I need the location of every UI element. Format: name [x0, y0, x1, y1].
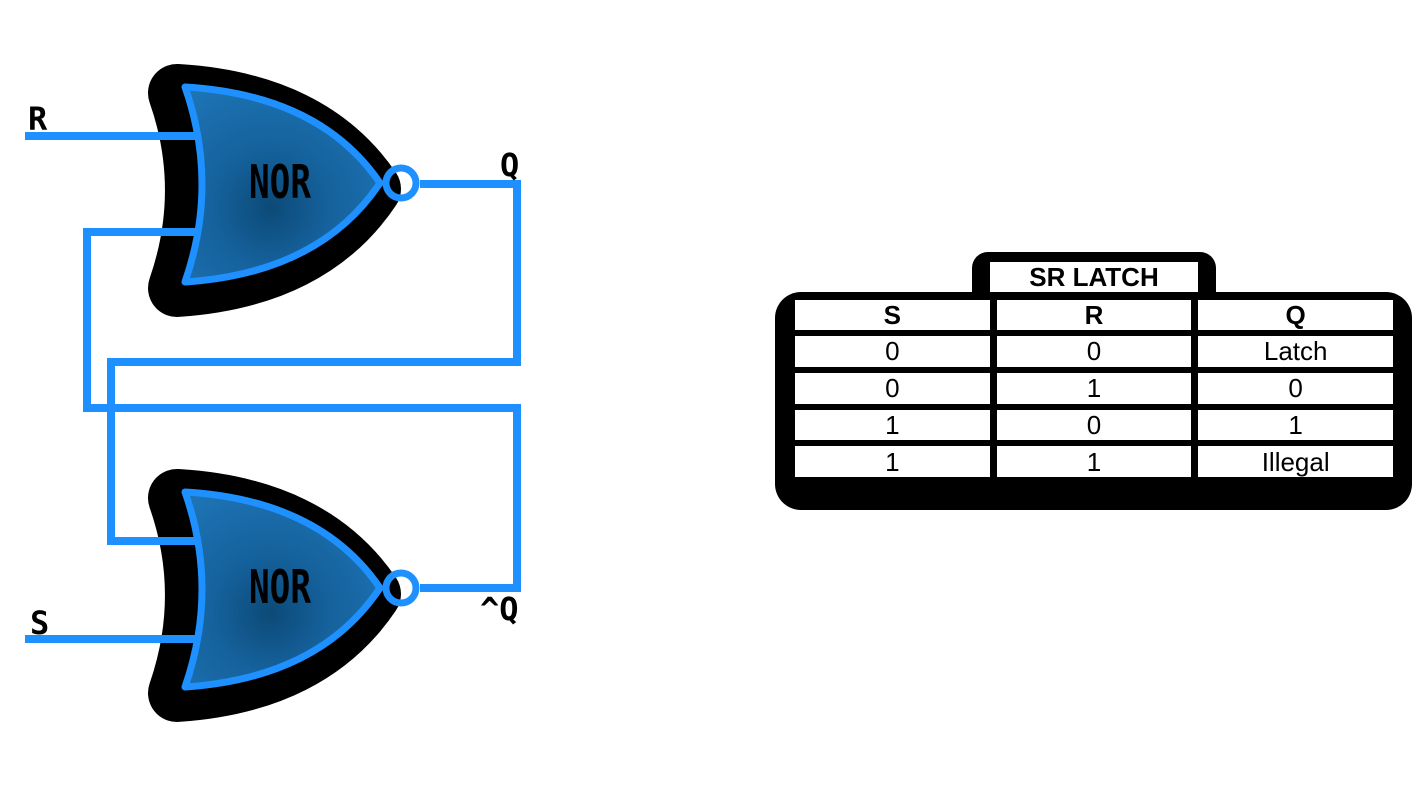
table-cell: 0 — [996, 409, 1192, 441]
table-cell: 0 — [996, 336, 1192, 367]
col-header-q: Q — [1198, 300, 1393, 330]
gate-label-nor-top: NOR — [249, 155, 311, 209]
truth-table-title: SR LATCH — [990, 262, 1198, 292]
table-cell: Latch — [1198, 336, 1393, 367]
label-qbar: ^Q — [480, 590, 519, 628]
table-cell: 0 — [795, 372, 990, 404]
table-cell: 1 — [996, 446, 1192, 477]
nor-gate-top: NOR — [185, 87, 420, 282]
label-r: R — [28, 100, 48, 138]
io-labels: R S Q ^Q — [28, 100, 519, 642]
truth-table-card: S R Q 0 0 Latch 0 1 0 1 0 1 1 1 Illegal — [775, 292, 1412, 510]
col-header-r: R — [996, 300, 1192, 330]
wires — [25, 132, 521, 643]
label-q: Q — [500, 146, 519, 184]
inversion-bubble-bottom — [382, 569, 420, 607]
gate-label-nor-bottom: NOR — [249, 560, 311, 614]
table-cell: 0 — [1198, 372, 1393, 404]
table-cell: Illegal — [1198, 446, 1393, 477]
label-s: S — [30, 604, 49, 642]
table-cell: 1 — [996, 372, 1192, 404]
truth-table: S R Q 0 0 Latch 0 1 0 1 0 1 1 1 Illegal — [795, 300, 1393, 477]
table-cell: 1 — [795, 409, 990, 441]
wire-qbar-feedback — [83, 228, 521, 592]
table-cell: 0 — [795, 336, 990, 367]
truth-table-tab: SR LATCH — [972, 252, 1216, 292]
table-cell: 1 — [795, 446, 990, 477]
inversion-bubble-top — [382, 164, 420, 202]
table-cell: 1 — [1198, 409, 1393, 441]
wire-q-feedback — [107, 180, 521, 545]
nor-gate-bottom: NOR — [185, 492, 420, 687]
col-header-s: S — [795, 300, 990, 330]
